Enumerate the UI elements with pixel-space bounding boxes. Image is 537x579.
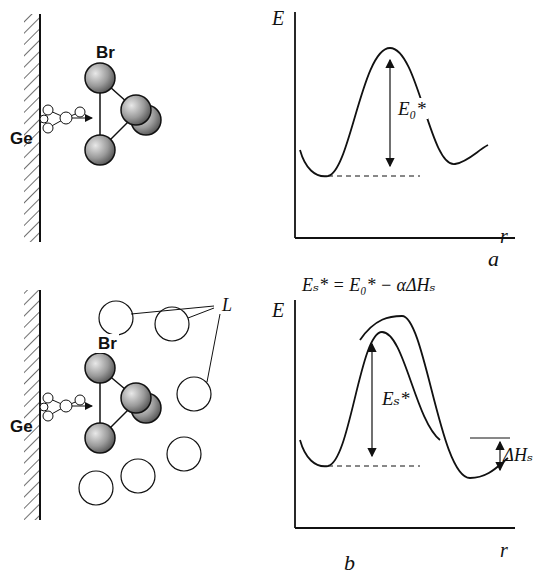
solvent-molecules: [79, 301, 211, 505]
panel-letter: b: [344, 552, 355, 574]
atom-label: Ge: [10, 130, 33, 147]
atom-label: Ge: [10, 418, 33, 435]
leader-lines: [131, 306, 220, 382]
energy-label: ΔHₛ: [503, 446, 533, 464]
energy-label: Eₛ*: [380, 388, 412, 409]
axis-label: E: [272, 8, 284, 28]
br-atoms: [85, 63, 161, 165]
surface-line: [39, 14, 41, 242]
axis-label: r: [500, 540, 508, 560]
ge-atoms: [40, 393, 92, 421]
ge-atoms: [40, 105, 92, 133]
surface-hatch: [24, 14, 40, 242]
formula: Eₛ* = E₀* − αΔHₛ: [302, 276, 436, 294]
axis-label: r: [500, 226, 508, 246]
axis-label: E: [272, 300, 284, 320]
br-atoms: [85, 353, 161, 453]
energy-graph-a: [295, 12, 515, 238]
energy-label: E₀*: [396, 98, 428, 119]
surface-hatch: [24, 290, 40, 520]
energy-graph-b: [295, 300, 515, 528]
atom-label: Br: [96, 44, 115, 61]
solvent-label: L: [222, 296, 232, 314]
panel-letter: a: [488, 248, 499, 270]
atom-label: Br: [96, 334, 119, 353]
